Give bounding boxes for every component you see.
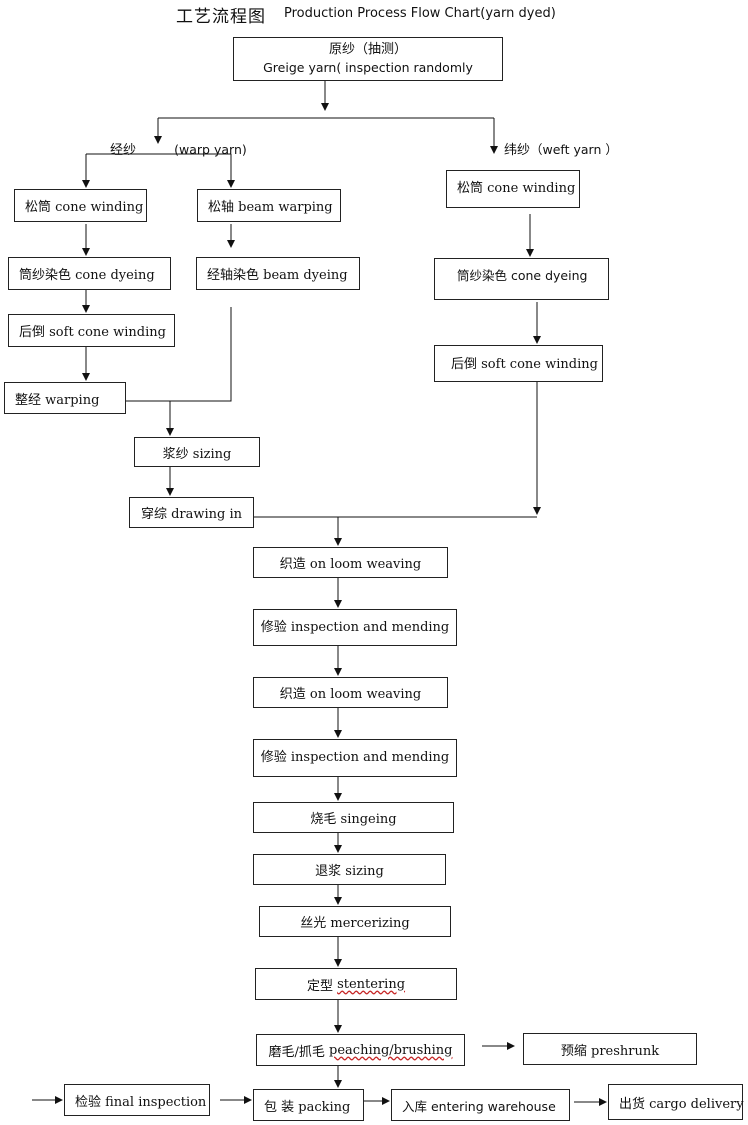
- node-greige-yarn-en: Greige yarn( inspection randomly: [263, 60, 473, 75]
- node-preshrunk: 预缩 preshrunk: [523, 1033, 697, 1065]
- node-singeing: 烧毛 singeing: [253, 802, 454, 833]
- node-final-inspection: 检验 final inspection: [64, 1084, 210, 1116]
- node-warp-soft-cone-winding: 后倒 soft cone winding: [8, 314, 175, 347]
- node-loom-weaving-2: 织造 on loom weaving: [253, 677, 448, 708]
- node-mercerizing: 丝光 mercerizing: [259, 906, 451, 937]
- node-weft-soft-cone-winding: 后倒 soft cone winding: [434, 345, 603, 382]
- line-beam-dyeing-merge: [126, 307, 232, 402]
- node-peaching-cn: 磨毛/抓毛: [268, 1044, 325, 1060]
- node-beam-warping: 松轴 beam warping: [197, 189, 341, 222]
- label-weft-yarn: 纬纱（weft yarn ）: [504, 139, 618, 158]
- node-cargo-delivery: 出货 cargo delivery: [608, 1084, 744, 1120]
- node-beam-dyeing: 经轴染色 beam dyeing: [196, 257, 360, 290]
- node-stentering-en: stentering: [337, 976, 406, 992]
- node-inspection-mending-1: 修验 inspection and mending: [253, 609, 457, 646]
- node-sizing: 浆纱 sizing: [134, 437, 260, 467]
- node-stentering-cn: 定型: [306, 978, 333, 994]
- label-weft-cn: 纬纱: [504, 143, 531, 158]
- node-packing: 包 装 packing: [253, 1089, 364, 1121]
- node-weft-cone-winding: 松筒 cone winding: [446, 170, 580, 208]
- node-greige-yarn: 原纱（抽测） Greige yarn( inspection randomly: [233, 37, 503, 81]
- node-warping: 整经 warping: [4, 382, 126, 414]
- node-entering-warehouse: 入库 entering warehouse: [391, 1089, 570, 1121]
- title-chinese: 工艺流程图: [176, 7, 266, 27]
- node-warp-cone-winding: 松筒 cone winding: [14, 189, 147, 222]
- node-weft-cone-dyeing: 筒纱染色 cone dyeing: [434, 258, 609, 300]
- title-english: Production Process Flow Chart(yarn dyed): [284, 6, 556, 21]
- label-weft-en: （weft yarn ）: [530, 142, 618, 157]
- label-warp-en: (warp yarn): [174, 142, 247, 157]
- node-loom-weaving-1: 织造 on loom weaving: [253, 547, 448, 578]
- node-inspection-mending-2: 修验 inspection and mending: [253, 739, 457, 777]
- node-stentering: 定型 stentering: [255, 968, 457, 1000]
- node-desizing: 退浆 sizing: [253, 854, 446, 885]
- node-warp-cone-dyeing: 筒纱染色 cone dyeing: [8, 257, 171, 290]
- node-drawing-in: 穿综 drawing in: [129, 497, 254, 528]
- node-peaching-brushing: 磨毛/抓毛 peaching/brushing: [256, 1034, 465, 1066]
- node-peaching-en: peaching/brushing: [329, 1042, 453, 1058]
- node-greige-yarn-cn: 原纱（抽测）: [328, 42, 407, 57]
